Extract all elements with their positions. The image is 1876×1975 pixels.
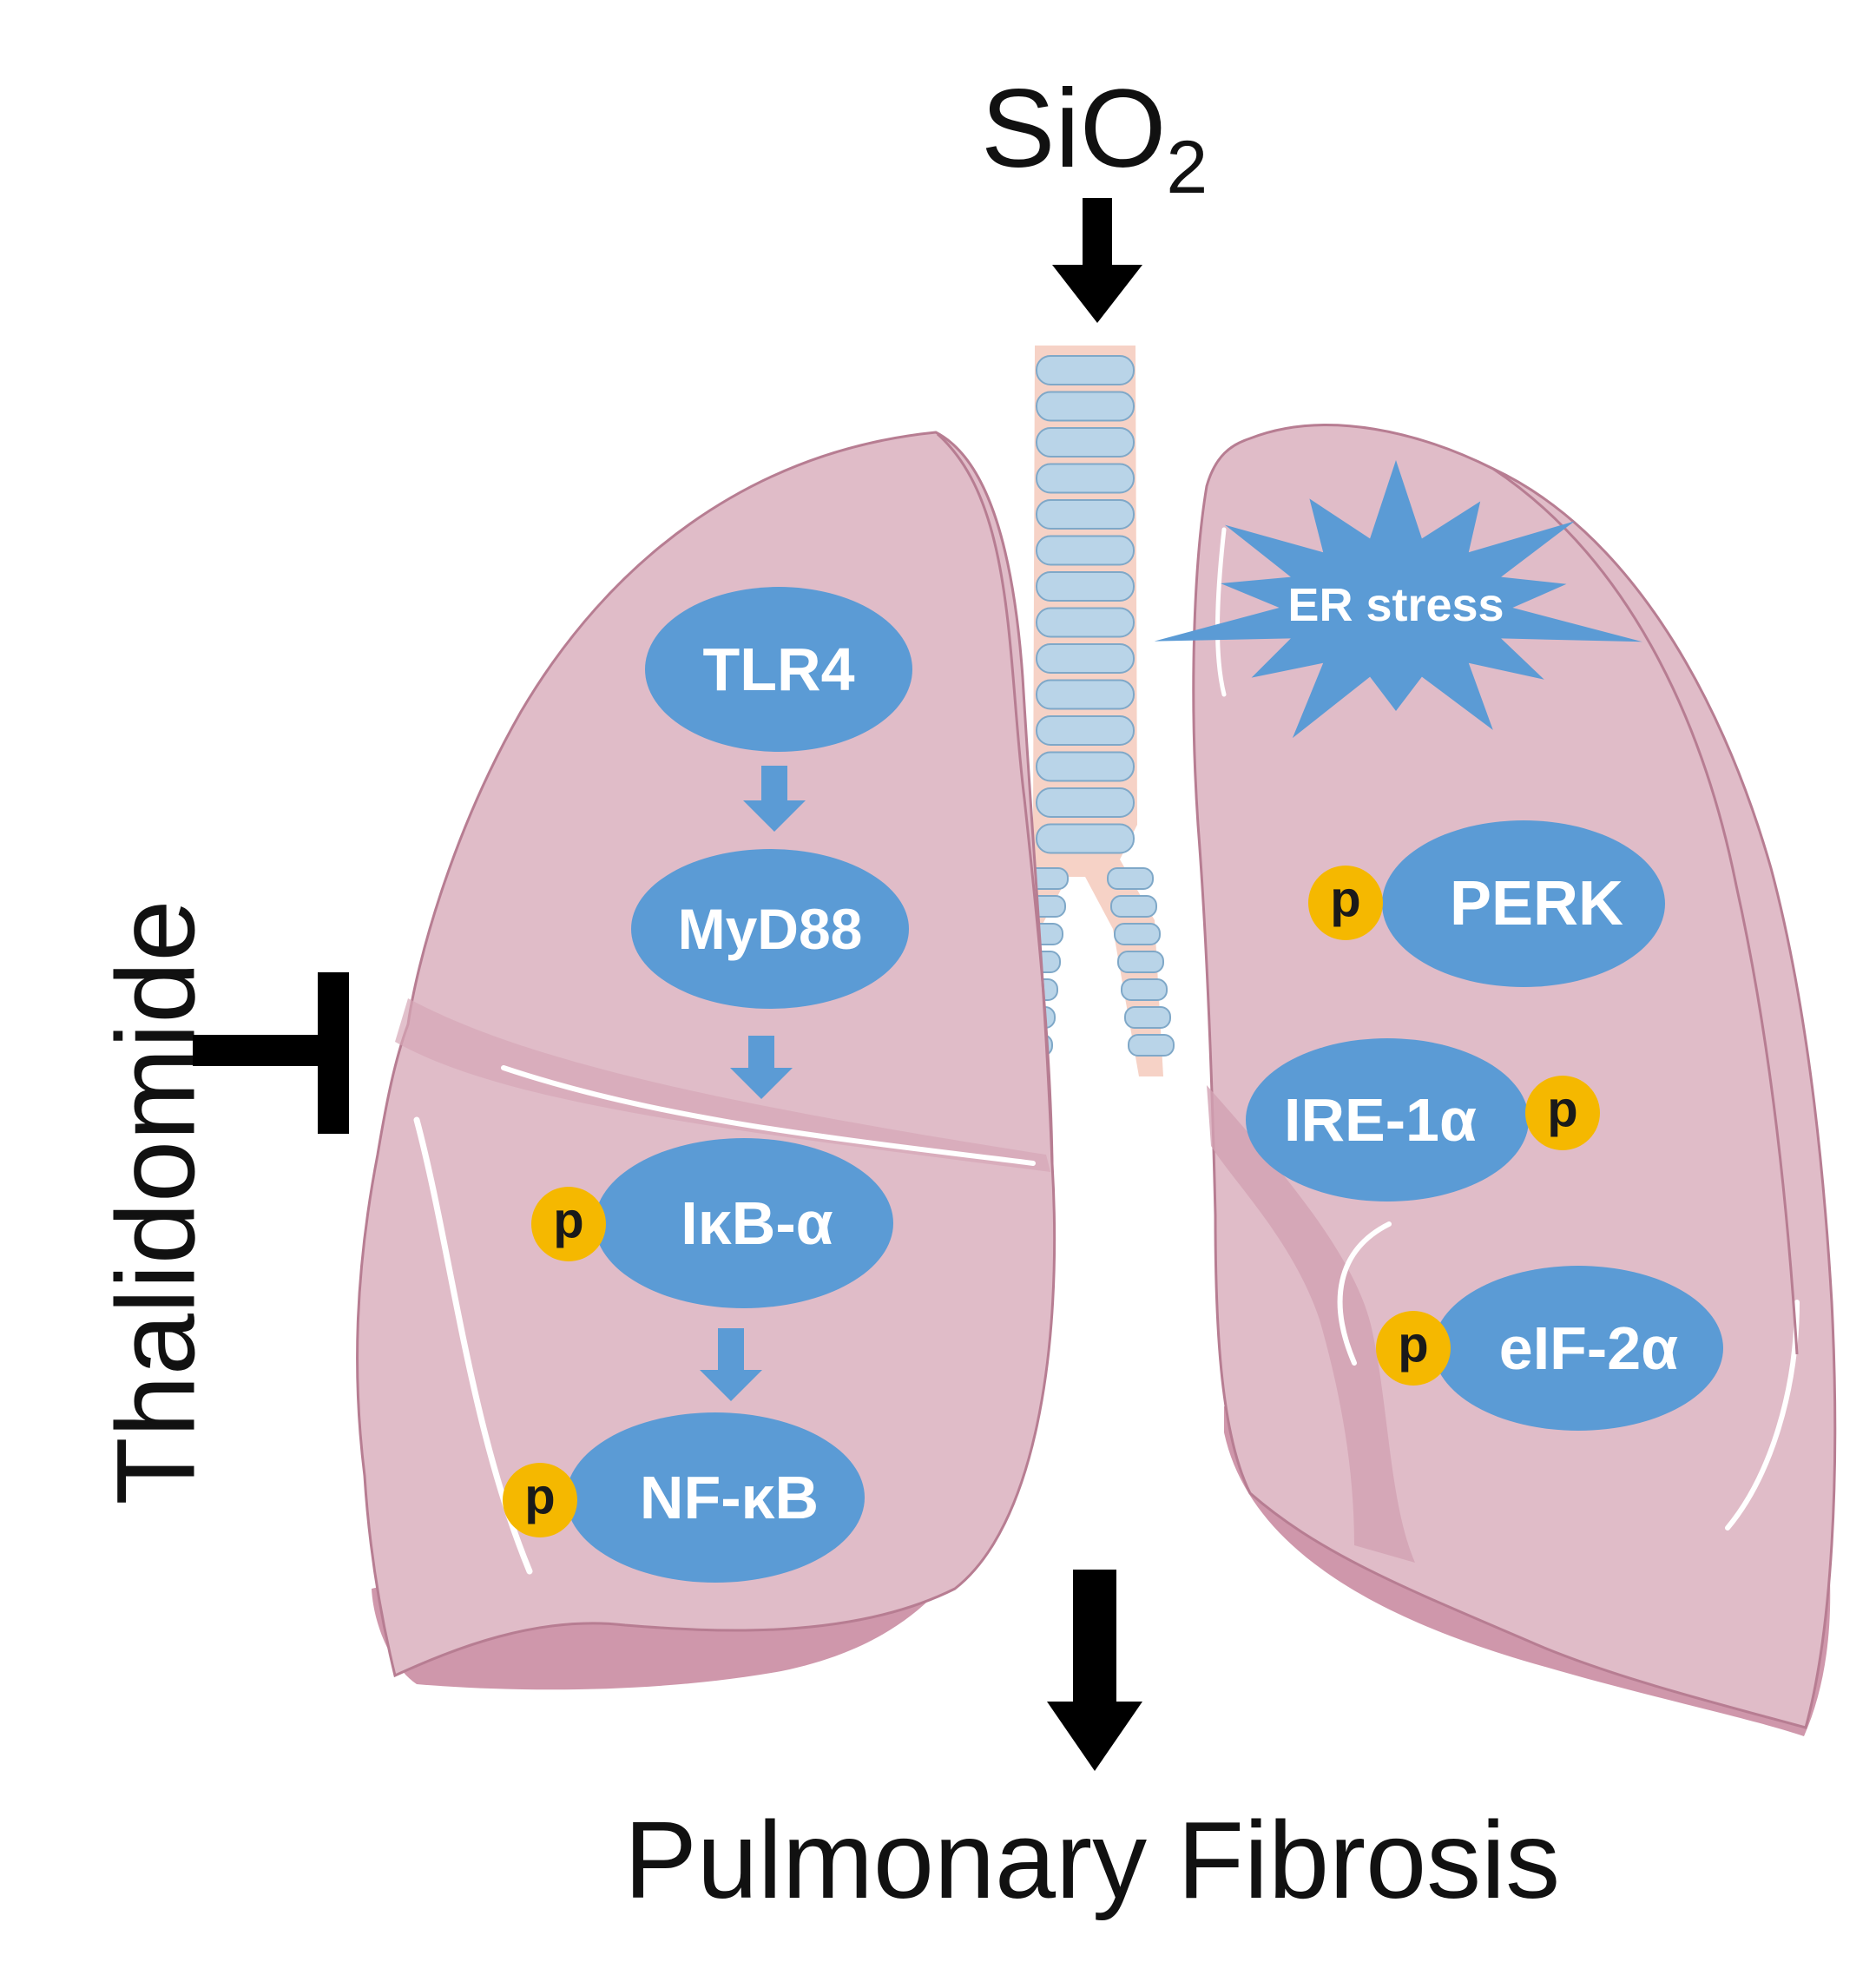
trachea-ring [1036,643,1135,674]
nfkb-ellipse [566,1412,865,1583]
trachea-ring [1036,751,1135,782]
eif2a-label: eIF-2α [1499,1314,1678,1382]
right-lung-highlight-1 [1337,1221,1392,1366]
trachea-ring [1036,607,1135,638]
trachea-ring [1036,571,1135,602]
trachea-ring [1036,427,1135,458]
trachea-ring [1036,715,1135,746]
trachea-ring [1036,535,1135,566]
sio2-label: SiO2 [981,67,1208,209]
er-stress-star [1154,460,1642,739]
bronchus-right-ring [1128,1034,1175,1057]
right-lung-outline-inner [1492,467,1799,1355]
perk-node: PERK p [1308,820,1665,987]
er-stress-label: ER stress [1287,579,1504,631]
tlr4-ellipse [645,587,912,752]
perk-phospho-badge [1308,866,1383,940]
bronchus-right-ring [1124,1006,1171,1029]
myd88-node: MyD88 [631,849,909,1009]
right-lung-fold [1207,1085,1415,1563]
thalidomide-label: Thalidomide [95,899,219,1504]
perk-phospho-label: p [1330,872,1360,928]
sio2-subscript: 2 [1166,126,1208,209]
bronchus-right-ring [1107,867,1154,890]
ikba-ellipse [595,1138,893,1308]
fibrosis-label: Pulmonary Fibrosis [624,1799,1560,1921]
arrow-myd88-ikba [730,1036,793,1099]
myd88-label: MyD88 [678,897,863,961]
trachea-ring [1036,499,1135,530]
arrow-ikba-nfkb [700,1328,762,1401]
tlr4-label: TLR4 [703,635,855,703]
bronchus-right-ring [1117,951,1164,973]
trachea-ring [1036,355,1135,385]
left-lung-highlight-3 [492,484,706,732]
sio2-arrow [1052,198,1142,323]
ire1a-phospho-label: p [1547,1082,1577,1138]
trachea-ring [1036,787,1135,818]
fibrosis-arrow [1047,1570,1142,1771]
nfkb-phospho-label: p [524,1469,555,1525]
left-lung-fissure-shade [395,998,1050,1172]
ikba-phospho-badge [531,1187,606,1261]
bronchus-right-ring [1110,895,1157,918]
left-lung-highlight-2 [501,1065,1036,1166]
perk-label: PERK [1450,869,1623,938]
myd88-ellipse [631,849,909,1009]
nfkb-label: NF-κB [640,1464,819,1531]
eif2a-phospho-label: p [1398,1317,1428,1373]
tlr4-node: TLR4 [645,587,912,752]
ire1a-ellipse [1246,1038,1529,1201]
arrow-tlr4-myd88 [743,766,806,832]
trachea-ring [1036,679,1135,710]
eif2a-ellipse [1433,1266,1723,1431]
trachea-ring [1036,391,1135,422]
trachea-ring [1036,463,1135,494]
nfkb-phospho-badge [503,1463,577,1537]
perk-ellipse [1382,820,1665,987]
ire1a-phospho-badge [1525,1076,1600,1150]
ire1a-node: IRE-1α p [1246,1038,1600,1201]
inhibition-bar-cap [318,972,349,1134]
nfkb-node: NF-κB p [503,1412,865,1583]
sio2-main: SiO [981,67,1166,191]
eif2a-phospho-badge [1376,1311,1451,1386]
bronchus-right-ring [1114,923,1161,945]
ikba-node: IκB-α p [531,1138,893,1308]
ikba-label: IκB-α [681,1189,833,1257]
left-lung-outline-inner [937,432,1054,1164]
bronchus-right-ring [1121,978,1168,1001]
er-stress-burst: ER stress [1154,460,1642,739]
ire1a-label: IRE-1α [1284,1086,1477,1154]
ikba-phospho-label: p [553,1193,583,1249]
trachea-ring [1036,823,1135,854]
eif2a-node: eIF-2α p [1376,1266,1723,1431]
